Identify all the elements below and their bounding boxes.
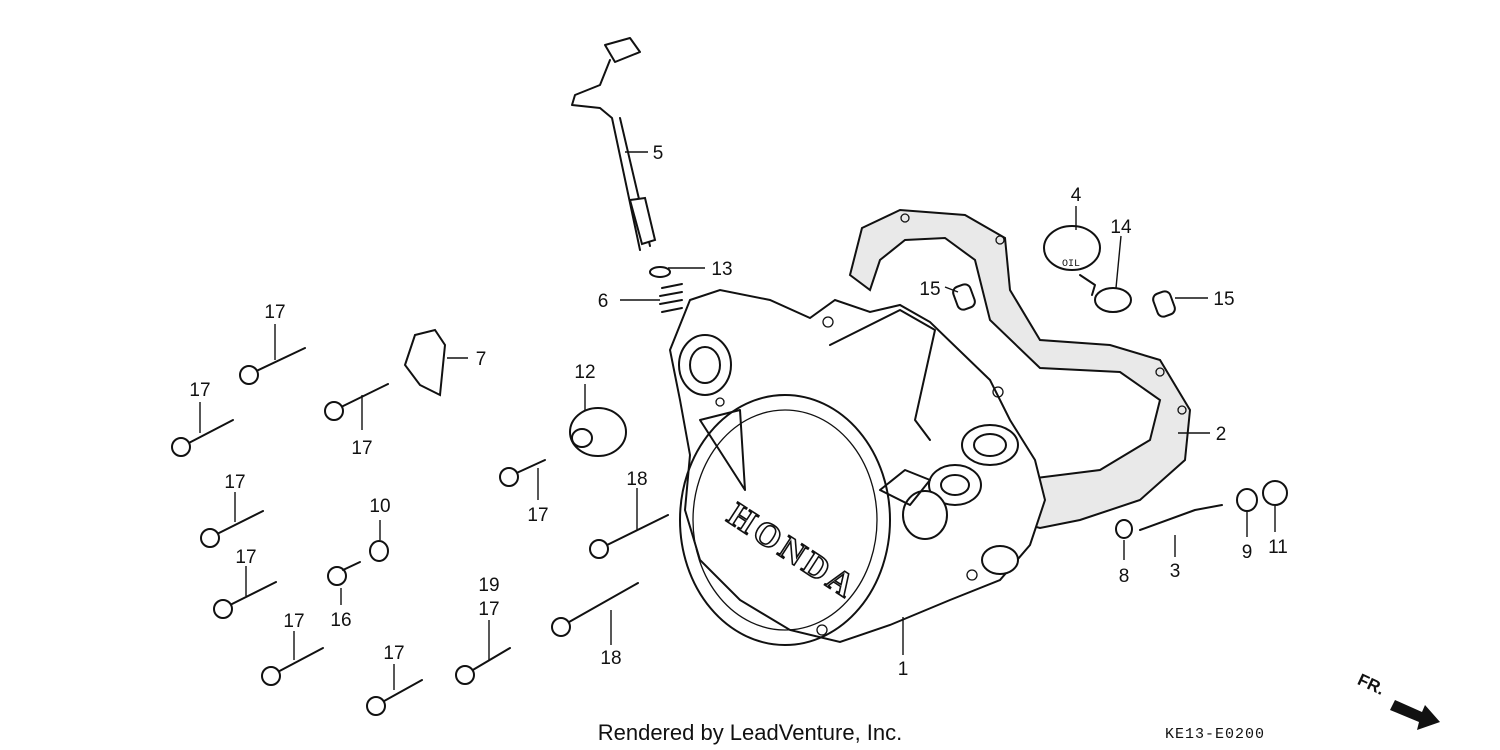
part-8-washer <box>1115 519 1133 539</box>
callout-6: 6 <box>598 291 609 312</box>
callout-9: 9 <box>1242 542 1253 563</box>
callout-4: 4 <box>1071 185 1082 206</box>
part-3-gear-shaft <box>1139 504 1223 531</box>
callout-17: 17 <box>264 302 285 323</box>
callout-11: 11 <box>1268 537 1288 558</box>
part-6-spring <box>659 283 683 313</box>
callout-16: 16 <box>330 610 351 631</box>
part-13-o-ring <box>649 266 671 278</box>
callout-17: 17 <box>235 547 256 568</box>
callout-19: 19 <box>478 575 499 596</box>
callout-15-left: 15 <box>919 279 940 300</box>
callout-14: 14 <box>1110 217 1132 238</box>
callout-17: 17 <box>283 611 304 632</box>
callout-13: 13 <box>711 259 732 280</box>
part-4-oil-cap: OIL <box>1043 225 1101 296</box>
callouts: 1 2 3 4 5 6 7 8 9 10 11 12 13 14 15 15 1… <box>189 143 1287 680</box>
callout-1: 1 <box>898 659 909 680</box>
credit-text: Rendered by LeadVenture, Inc. <box>598 720 903 745</box>
callout-5: 5 <box>653 143 664 164</box>
callout-2: 2 <box>1216 424 1227 445</box>
part-7-bracket <box>403 328 447 397</box>
leader-lines <box>199 151 1276 690</box>
part-12-bearing <box>569 407 627 457</box>
callout-15-right: 15 <box>1213 289 1234 310</box>
bolts <box>171 347 669 716</box>
part-14-o-ring <box>1094 287 1132 313</box>
fr-label: FR. <box>1355 670 1388 699</box>
callout-8: 8 <box>1119 566 1130 587</box>
callout-17: 17 <box>527 505 548 526</box>
part-5-rod <box>571 37 657 251</box>
front-direction-indicator: FR. <box>1355 670 1440 730</box>
part-15-dowel-left <box>952 283 976 311</box>
callout-17: 17 <box>189 380 210 401</box>
part-10-washer <box>369 540 389 562</box>
part-16-bolt <box>327 561 361 586</box>
callout-12: 12 <box>574 362 595 383</box>
diagram-code: KE13-E0200 <box>1165 726 1265 743</box>
callout-18: 18 <box>626 469 647 490</box>
part-15-dowel-right <box>1152 290 1176 318</box>
part-9-washer <box>1236 488 1258 512</box>
callout-3: 3 <box>1170 561 1181 582</box>
callout-17: 17 <box>224 472 245 493</box>
callout-17: 17 <box>478 599 499 620</box>
oil-cap-text: OIL <box>1062 259 1080 270</box>
part-11-nut <box>1262 480 1288 506</box>
front-arrow-icon <box>1390 700 1440 730</box>
callout-7: 7 <box>476 349 487 370</box>
callout-10: 10 <box>369 496 390 517</box>
callout-17: 17 <box>383 643 404 664</box>
callout-18: 18 <box>600 648 621 669</box>
crankcase-cover: HONDA <box>668 288 1047 646</box>
callout-17: 17 <box>351 438 372 459</box>
